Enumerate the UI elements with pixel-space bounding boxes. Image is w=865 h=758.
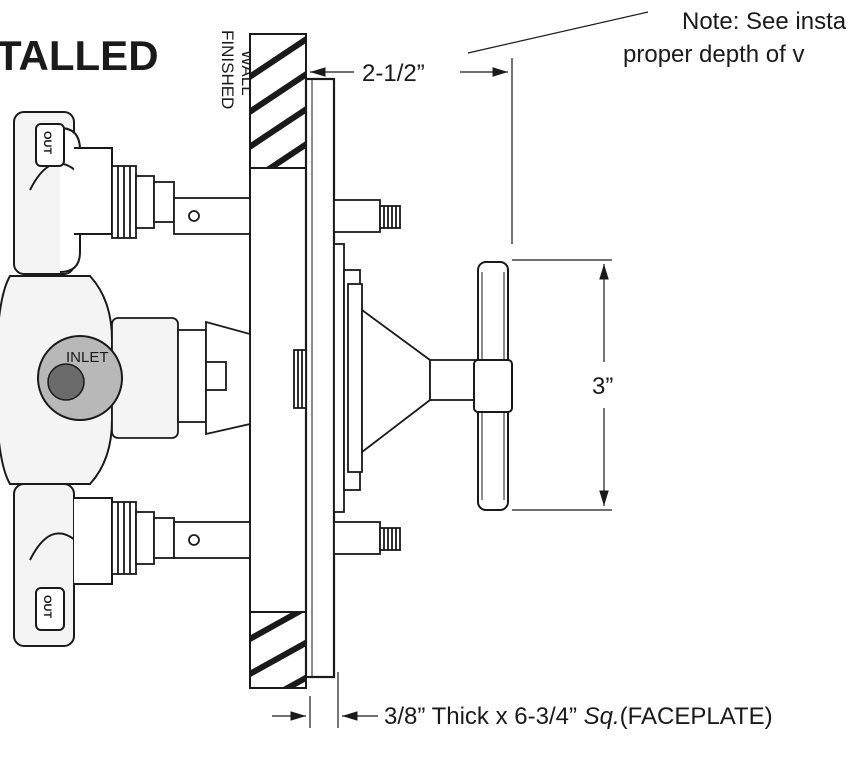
svg-text:OUT: OUT <box>41 131 53 155</box>
handle <box>473 261 513 511</box>
faceplate-dimension-label: 3/8” Thick x 6-3/4” Sq.(FACEPLATE) <box>384 703 773 730</box>
faceplate <box>304 77 336 679</box>
svg-text:FINISHED: FINISHED <box>218 30 237 109</box>
outlet-top-tag: OUT <box>35 123 65 167</box>
inlet-port: INLET <box>37 335 123 421</box>
diagram-title: TALLED <box>0 32 159 79</box>
note-line-1: Note: See insta <box>682 8 847 35</box>
note-line-2: proper depth of v <box>623 41 804 68</box>
dimension-wall-depth: 2-1/2” <box>310 58 513 244</box>
center-valve <box>111 317 307 439</box>
outlet-bottom-tag: OUT <box>35 587 65 631</box>
dimension-handle: 3” <box>512 259 613 511</box>
escutcheon <box>333 243 481 513</box>
valve-body <box>0 111 113 647</box>
note-leader-line <box>467 11 649 54</box>
dim-handle-label: 3” <box>592 373 613 400</box>
svg-text:OUT: OUT <box>41 595 53 619</box>
top-cartridge <box>111 165 401 239</box>
inlet-label: INLET <box>66 349 109 366</box>
dimension-faceplate: 3/8” Thick x 6-3/4” Sq.(FACEPLATE) <box>272 672 773 730</box>
bottom-cartridge <box>111 501 401 575</box>
dim-wall-depth-label: 2-1/2” <box>362 60 425 87</box>
